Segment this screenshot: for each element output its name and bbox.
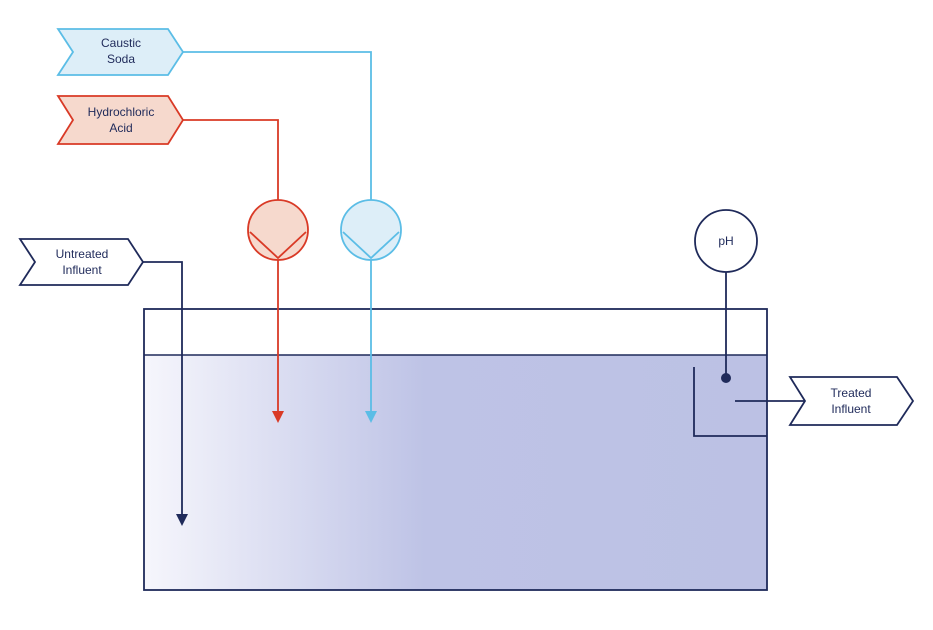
tank-water [144,355,767,590]
outlet-weir [693,367,767,437]
hydrochloric-acid-line [183,119,279,200]
untreated-influent-tag [18,238,145,286]
ph-probe-tip [721,373,731,383]
hydrochloric-acid-label-2: Acid [109,121,132,135]
untreated-influent-label-2: Influent [62,263,102,277]
treated-influent-output: Treated Influent [735,376,915,426]
untreated-influent-label-1: Untreated [56,247,109,261]
caustic-soda-arrow-icon [365,411,377,423]
caustic-soda-feed: Caustic Soda [56,28,402,423]
treated-influent-tag [788,376,915,426]
caustic-soda-tag [56,28,185,76]
caustic-soda-pump [340,199,402,261]
untreated-influent-feed: Untreated Influent [18,238,188,526]
ph-label: pH [718,234,733,248]
hydrochloric-acid-label-1: Hydrochloric [88,105,155,119]
hydrochloric-acid-pump [247,199,309,261]
hydrochloric-acid-feed: Hydrochloric Acid [56,95,309,423]
caustic-soda-line [183,51,372,200]
acid-pump-chevron [249,231,307,260]
tank [143,308,768,591]
hydrochloric-acid-tag [56,95,185,145]
ph-sensor: pH [694,209,758,383]
untreated-influent-arrow-icon [176,514,188,526]
hydrochloric-acid-arrow-icon [272,411,284,423]
treated-influent-label-2: Influent [831,402,871,416]
caustic-pump-chevron [342,231,400,260]
caustic-soda-label-1: Caustic [101,36,141,50]
treated-influent-label-1: Treated [831,386,872,400]
tank-outline [143,308,768,591]
caustic-soda-label-2: Soda [107,52,135,66]
untreated-influent-line [143,261,183,515]
